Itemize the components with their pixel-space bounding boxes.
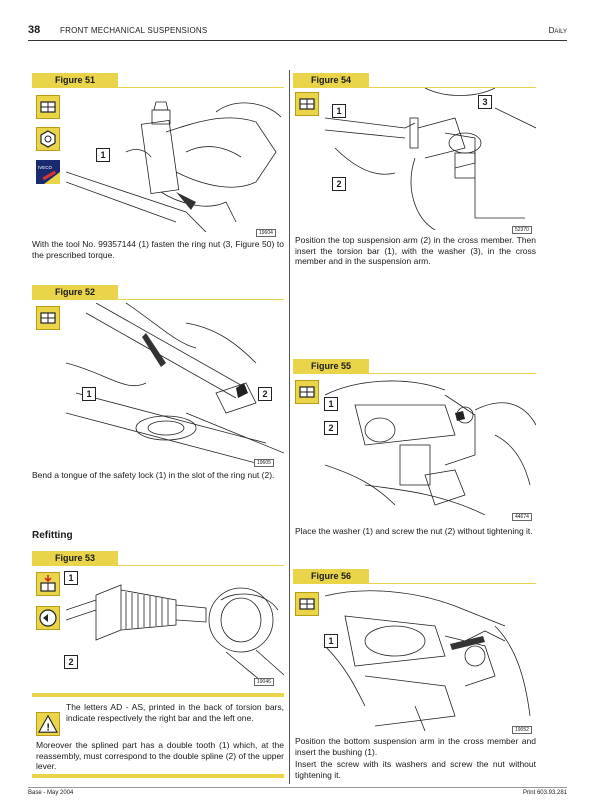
header-rule — [28, 40, 567, 41]
callout: 2 — [332, 177, 346, 191]
figure-51-rule — [32, 87, 284, 88]
assembly-icon — [295, 592, 319, 616]
warning-text: The letters AD - AS, printed in the back… — [66, 702, 284, 723]
figure-52-rule — [32, 299, 284, 300]
figure-55-caption: Place the washer (1) and screw the nut (… — [295, 526, 533, 536]
figure-54-label: Figure 54 — [293, 73, 369, 87]
figure-52-illustration — [66, 303, 284, 463]
callout: 2 — [64, 655, 78, 669]
assembly-icon — [36, 95, 60, 119]
figure-53-label: Figure 53 — [32, 551, 118, 565]
page-footer: Base - May 2004 Print 603.93.281 — [28, 790, 567, 800]
figure-55-rule — [293, 373, 536, 374]
callout: 3 — [478, 95, 492, 109]
callout: 2 — [324, 421, 338, 435]
figure-56-caption-2: Insert the screw with its washers and sc… — [295, 759, 536, 780]
assembly-icon — [295, 380, 319, 404]
column-divider — [289, 70, 290, 784]
figure-52-label: Figure 52 — [32, 285, 118, 299]
inspect-icon — [36, 606, 60, 630]
callout: 1 — [324, 634, 338, 648]
figure-51-label: Figure 51 — [32, 73, 118, 87]
svg-text:IVECO: IVECO — [38, 165, 53, 170]
page-header: 38 FRONT MECHANICAL SUSPENSIONS Daily — [28, 24, 567, 40]
figure-code: 19046 — [254, 678, 274, 686]
model-name: Daily — [548, 26, 567, 35]
warning-top-bar — [32, 693, 284, 697]
warning-bottom-bar — [32, 774, 284, 778]
footer-edition: Base - May 2004 — [28, 790, 74, 796]
figure-56-caption: Position the bottom suspension arm in th… — [295, 736, 536, 757]
page-number: 38 — [28, 24, 41, 36]
figure-55-illustration — [325, 380, 536, 515]
figure-54-caption: Position the top suspension arm (2) in t… — [295, 235, 536, 267]
figure-code: 52370 — [512, 226, 532, 234]
callout: 1 — [64, 571, 78, 585]
fit-assembly-icon — [36, 572, 60, 596]
callout: 1 — [96, 148, 110, 162]
figure-code: 19052 — [512, 726, 532, 734]
figure-51-caption: With the tool No. 99357144 (1) fasten th… — [32, 239, 284, 260]
figure-54-illustration — [325, 88, 536, 230]
footer-rule — [28, 787, 567, 788]
figure-53-illustration — [66, 584, 284, 685]
figure-56-label: Figure 56 — [293, 569, 369, 583]
warning-text-2: Moreover the splined part has a double t… — [36, 740, 284, 772]
figure-code: 44674 — [512, 513, 532, 521]
callout: 2 — [258, 387, 272, 401]
figure-52-caption: Bend a tongue of the safety lock (1) in … — [32, 470, 275, 480]
figure-51-illustration — [66, 101, 282, 232]
refitting-heading: Refitting — [32, 530, 73, 541]
figure-53-rule — [32, 565, 284, 566]
callout: 1 — [82, 387, 96, 401]
footer-print: Print 603.93.281 — [522, 790, 567, 796]
warning-icon: ! — [36, 712, 60, 736]
figure-55-label: Figure 55 — [293, 359, 369, 373]
assembly-icon — [295, 92, 319, 116]
callout: 1 — [332, 104, 346, 118]
iveco-logo-icon: IVECO — [36, 160, 60, 184]
svg-text:!: ! — [46, 722, 49, 733]
callout: 1 — [324, 397, 338, 411]
figure-56-illustration — [325, 590, 531, 731]
figure-code: 19605 — [254, 459, 274, 467]
section-title: FRONT MECHANICAL SUSPENSIONS — [60, 26, 208, 35]
figure-code: 19604 — [256, 229, 276, 237]
figure-54-rule — [293, 87, 536, 88]
assembly-icon — [36, 306, 60, 330]
torque-icon — [36, 127, 60, 151]
figure-56-rule — [293, 583, 536, 584]
